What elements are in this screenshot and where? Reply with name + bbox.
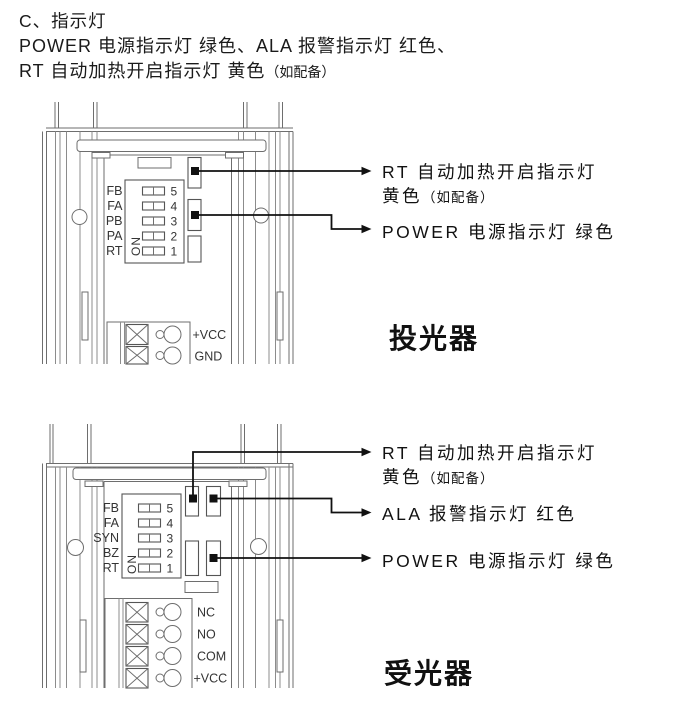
wire-hole: [163, 346, 182, 365]
dip-row: RT 1: [103, 561, 174, 576]
wire-hole: [163, 603, 182, 621]
dip-row-label: PB: [106, 214, 123, 228]
heading-line-3: RT 自动加热开启指示灯 黄色（如配备）: [19, 57, 335, 83]
arrowhead: [361, 508, 372, 517]
wire-hole: [163, 647, 182, 665]
transmitter-power-annotation: POWER 电源指示灯 绿色: [382, 222, 616, 242]
rt-led-square: [189, 494, 197, 503]
receiver-rt-annotation-line2: 黄色（如配备）: [382, 464, 495, 489]
dip-row-number: 2: [167, 547, 174, 561]
dip-row-label: BZ: [103, 546, 119, 560]
mounting-hole: [71, 209, 88, 225]
dip-row: SYN 3: [93, 531, 173, 546]
terminal-label-no: NO: [197, 628, 216, 642]
terminal-label-nc: NC: [197, 606, 215, 620]
terminal-label-vcc: +VCC: [194, 672, 228, 686]
heading-line-3-note: （如配备）: [265, 64, 336, 80]
arrowhead: [361, 166, 372, 176]
dip-row-label: PA: [107, 229, 123, 243]
receiver-dip-switch-block: ON FB 5 FA 4 SYN 3: [93, 493, 182, 579]
power-led-square: [209, 554, 218, 562]
heading-line-2: POWER 电源指示灯 绿色、ALA 报警指示灯 红色、: [19, 36, 457, 56]
dip-on-label: ON: [125, 554, 139, 574]
dip-row: BZ 2: [103, 546, 173, 561]
terminal-label-gnd: GND: [195, 350, 223, 364]
receiver-callout-arrows: [192, 447, 372, 563]
led-window-empty: [187, 235, 202, 263]
transmitter-dip-switch-block: ON FB 5 FA 4 PB 3: [106, 179, 185, 264]
dip-row: PB 3: [106, 214, 178, 229]
transmitter-terminal-block: +VCC GND: [106, 321, 227, 365]
section-heading: C、指示灯: [19, 11, 107, 31]
transmitter-rt-annotation: RT 自动加热开启指示灯: [382, 162, 598, 182]
receiver-power-annotation: POWER 电源指示灯 绿色: [382, 551, 616, 571]
transmitter-led-column: [187, 156, 202, 263]
receiver-housing: [42, 424, 294, 688]
dip-row-label: RT: [103, 561, 120, 575]
dip-row-label: SYN: [93, 531, 119, 545]
transmitter-diagram: ON FB 5 FA 4 PB 3: [42, 102, 372, 365]
wire-hole: [163, 669, 182, 687]
receiver-ala-annotation: ALA 报警指示灯 红色: [382, 504, 577, 524]
dip-row-number: 5: [167, 502, 174, 516]
dip-row-label: FA: [104, 516, 120, 530]
device-name-receiver: 受光器: [384, 658, 475, 689]
dip-row-number: 4: [167, 517, 174, 531]
power-callout-line: [199, 214, 362, 230]
rt-note-text: （如配备）: [422, 471, 495, 486]
mounting-hole: [250, 538, 267, 555]
rt-color-text: 黄色: [382, 186, 422, 206]
dip-row-number: 5: [171, 185, 178, 199]
power-led-square: [191, 211, 199, 219]
device-name-transmitter: 投光器: [389, 323, 480, 354]
dip-row-number: 2: [171, 230, 178, 244]
ala-led-square: [209, 494, 218, 503]
dip-row-number: 1: [167, 562, 174, 576]
dip-row: PA 2: [107, 229, 178, 244]
dip-row: FA 4: [104, 516, 174, 531]
dip-on-label: ON: [129, 236, 143, 256]
wire-hole: [163, 325, 182, 344]
heading-line-3-text: RT 自动加热开启指示灯 黄色: [19, 61, 266, 81]
receiver-terminal-block: NC NO COM +VCC: [104, 598, 228, 689]
dip-row: RT 1: [106, 244, 177, 259]
led-window-empty: [184, 540, 200, 577]
transmitter-rt-annotation-line2: 黄色（如配备）: [382, 183, 495, 208]
receiver-top-bar: [72, 467, 267, 480]
receiver-led-column: [184, 485, 222, 577]
dip-row-number: 3: [171, 215, 178, 229]
dip-row-label: FB: [103, 501, 119, 515]
transmitter-housing: [42, 102, 294, 364]
transmitter-top-bar: [76, 139, 267, 152]
ala-callout-line: [217, 497, 362, 514]
dip-row-label: FA: [107, 199, 123, 213]
transmitter-callout-arrows: [199, 166, 372, 234]
receiver-diagram: ON FB 5 FA 4 SYN 3: [42, 424, 372, 689]
label-plate: [184, 581, 219, 593]
rt-callout-line: [192, 451, 362, 495]
dip-row-number: 3: [167, 532, 174, 546]
arrowhead: [361, 224, 372, 234]
dip-row-number: 1: [171, 245, 178, 259]
dip-row: FB 5: [107, 184, 178, 199]
mounting-hole: [67, 539, 84, 556]
dip-row: FA 4: [107, 199, 177, 214]
terminal-label-com: COM: [197, 650, 226, 664]
rt-led-square: [191, 167, 199, 175]
arrowhead: [361, 447, 372, 457]
dip-row-number: 4: [171, 200, 178, 214]
rt-note-text: （如配备）: [422, 190, 495, 205]
label-plate: [137, 157, 172, 169]
wire-hole: [163, 625, 182, 643]
terminal-label-vcc: +VCC: [193, 328, 227, 342]
rt-color-text: 黄色: [382, 467, 422, 487]
dip-row: FB 5: [103, 501, 173, 516]
receiver-rt-annotation: RT 自动加热开启指示灯: [382, 443, 598, 463]
dip-row-label: FB: [107, 184, 123, 198]
arrowhead: [361, 553, 372, 563]
dip-row-label: RT: [106, 244, 123, 258]
